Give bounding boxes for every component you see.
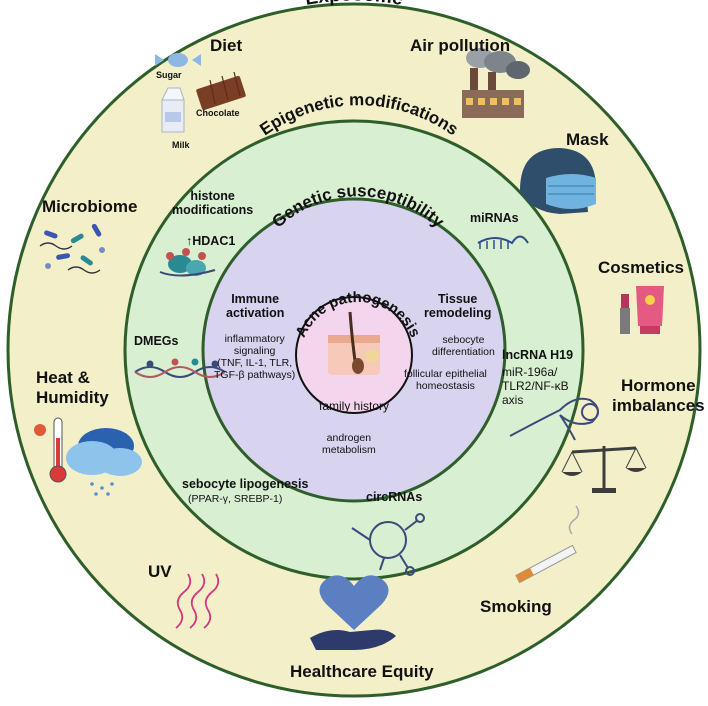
factory-icon	[462, 48, 530, 118]
histone-line1: histone	[190, 189, 235, 203]
tissue-line1: Tissue	[438, 292, 478, 306]
hdac1-label: ↑HDAC1	[186, 234, 235, 248]
cosmetics-label: Cosmetics	[598, 258, 684, 277]
sebocyte-differentiation-label: sebocyte differentiation	[432, 334, 495, 358]
immune-activation-label: Immune activation	[226, 292, 284, 321]
lnc-line1: miR-196a/	[502, 365, 558, 379]
sebo-line2: differentiation	[432, 346, 495, 359]
mirna-icon	[477, 235, 529, 249]
microbiome-icon	[39, 223, 105, 274]
foll-line2: homeostasis	[415, 380, 475, 393]
immune-line2: activation	[226, 306, 285, 321]
uv-rays-icon	[175, 573, 220, 629]
infl-line2: signaling	[233, 345, 276, 358]
milk-carton-icon	[161, 87, 185, 133]
mirnas-label: miRNAs	[470, 211, 519, 225]
air-pollution-label: Air pollution	[410, 36, 511, 55]
dna-icon	[134, 358, 226, 378]
andro-line2: metabolism	[322, 444, 376, 457]
mask-label: Mask	[566, 130, 609, 149]
cream-tube-icon	[636, 286, 664, 334]
immune-line1: Immune	[231, 292, 280, 306]
histone-line2: modifications	[172, 203, 254, 218]
diet-label: Diet	[210, 36, 243, 55]
sebo-line1: sebocyte	[442, 334, 485, 346]
follicular-homeostasis-label: follicular epithelial homeostasis	[404, 368, 487, 392]
hormone-line2: imbalances	[612, 395, 705, 415]
thermometer-icon	[34, 417, 67, 483]
heat-line1: Heat &	[36, 368, 90, 387]
smoking-label: Smoking	[480, 597, 552, 616]
lnc-line3: axis	[502, 392, 524, 407]
microbiome-label: Microbiome	[42, 197, 138, 216]
balance-scale-icon	[561, 446, 647, 493]
foll-line1: follicular epithelial	[404, 368, 487, 380]
infl-line4: TGF-β pathways)	[214, 369, 296, 382]
hdac1-text: HDAC1	[192, 234, 236, 248]
androgen-metabolism-label: androgen metabolism	[322, 432, 376, 456]
infl-line3: (TNF, IL-1, TLR,	[217, 357, 293, 370]
cloud-rain-icon	[66, 428, 142, 496]
histone-modifications-label: histone modifications	[172, 189, 253, 218]
lipstick-icon	[620, 294, 630, 334]
uv-label: UV	[148, 562, 172, 581]
circrna-icon	[351, 513, 425, 576]
dmegs-label: DMEGs	[134, 334, 179, 348]
chocolate-icon	[196, 71, 246, 111]
heat-line2: Humidity	[36, 387, 109, 407]
mask-head-icon	[520, 148, 596, 214]
hormone-line1: Hormone	[620, 376, 696, 395]
milk-label: Milk	[172, 140, 190, 150]
heart-hand-icon	[310, 575, 396, 650]
hormone-imbalances-label: Hormone imbalances	[612, 376, 705, 415]
up-arrow-icon: ↑	[186, 234, 193, 248]
lncrna-icon	[509, 397, 599, 441]
family-history-label: family history	[319, 399, 389, 413]
tissue-remodeling-label: Tissue remodeling	[424, 292, 491, 321]
heat-humidity-label: Heat & Humidity	[36, 368, 109, 407]
circrnas-label: circRNAs	[366, 490, 423, 504]
histone-icon	[159, 248, 216, 277]
andro-line1: androgen	[326, 432, 372, 444]
candy-icon	[155, 53, 201, 67]
chocolate-label: Chocolate	[196, 108, 240, 118]
cigarette-icon	[515, 505, 580, 584]
lncrna-label: lncRNA H19	[502, 348, 574, 362]
tissue-line2: remodeling	[424, 306, 492, 321]
healthcare-equity-label: Healthcare Equity	[290, 662, 434, 681]
sugar-label: Sugar	[156, 70, 182, 80]
infl-line1: inflammatory	[224, 333, 285, 345]
sebocyte-lipogenesis-label: sebocyte lipogenesis	[182, 477, 309, 491]
lnc-line2: TLR2/NF-κB	[502, 378, 569, 393]
hair-follicle-icon	[328, 311, 380, 375]
lncrna-detail: miR-196a/ TLR2/NF-κB axis	[502, 365, 569, 407]
inflammatory-signaling-label: inflammatory signaling (TNF, IL-1, TLR, …	[214, 333, 295, 381]
sebocyte-lipogenesis-detail: (PPAR-γ, SREBP-1)	[188, 493, 283, 505]
exposome-title: Exposome	[304, 0, 405, 10]
